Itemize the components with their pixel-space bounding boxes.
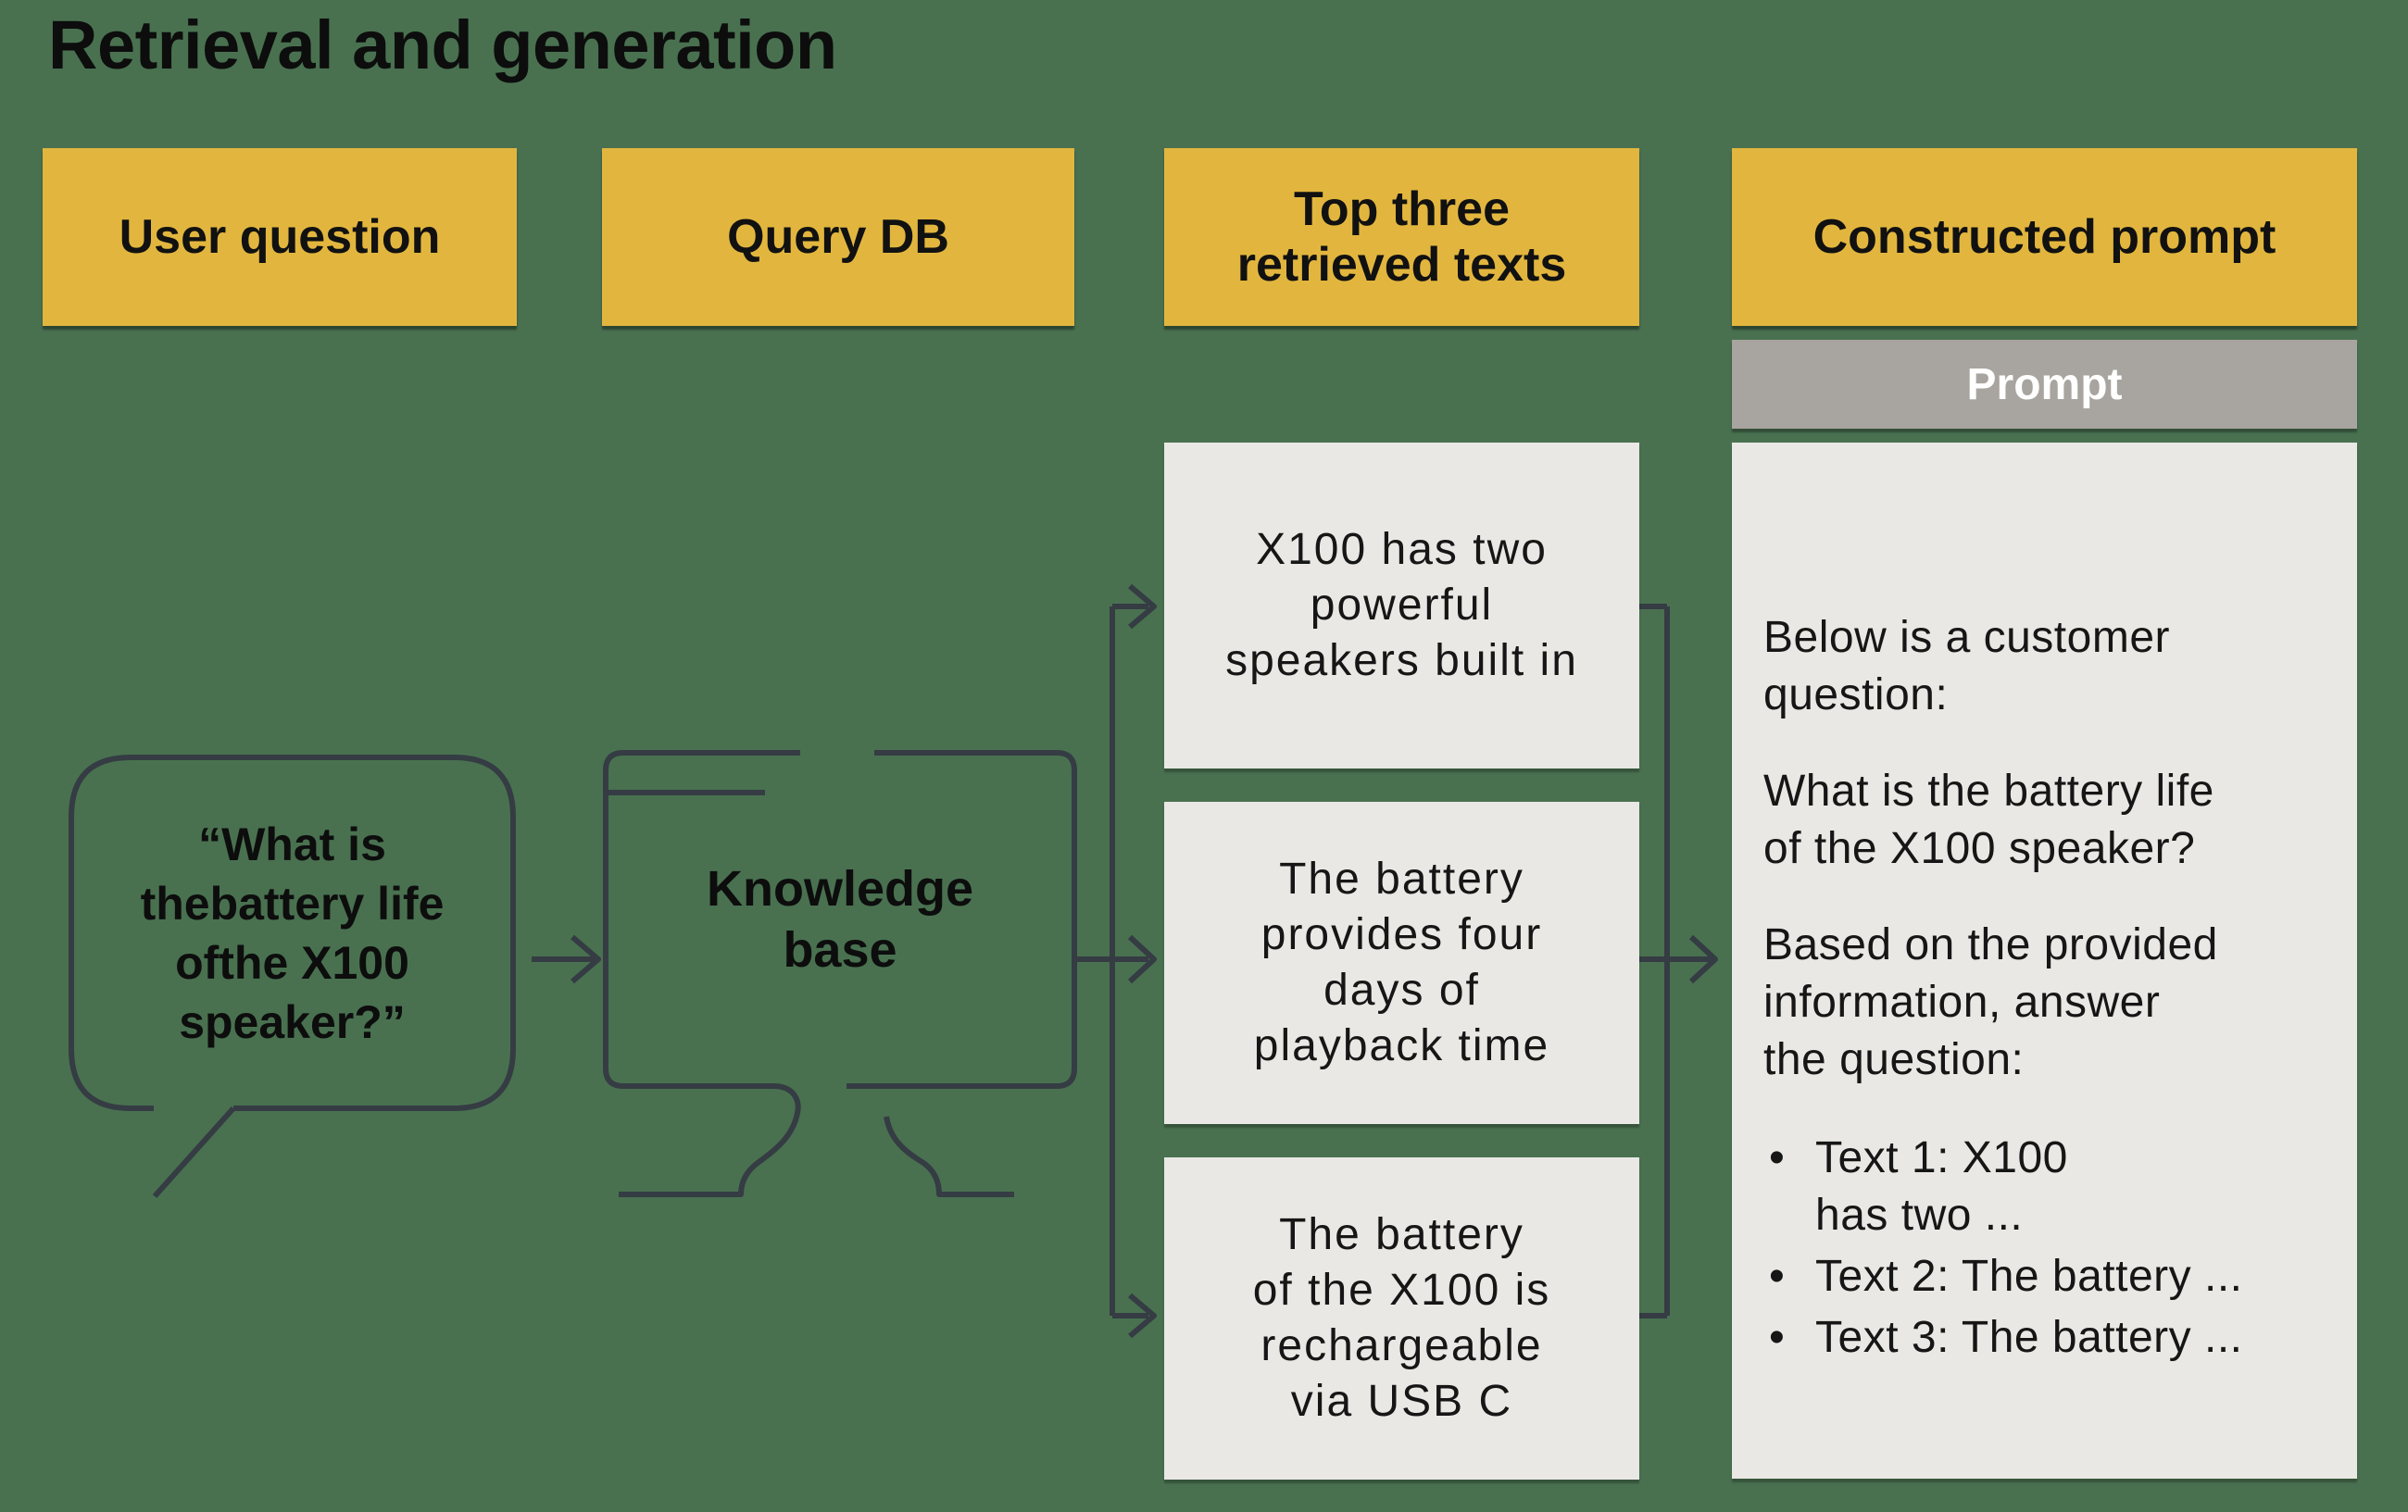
header-top-three-retrieved-texts: Top three retrieved texts [1164, 148, 1639, 326]
header-constructed-prompt: Constructed prompt [1732, 148, 2357, 326]
monitor-stand-right [884, 1116, 1014, 1197]
knowledge-base-label: Knowledge base [706, 861, 973, 978]
speech-bubble-tail [152, 1106, 236, 1199]
arrowhead-text-2 [1127, 934, 1157, 984]
prompt-paragraph-instruction: Based on the provided information, answe… [1763, 920, 2218, 1084]
user-question-bubble: “What is thebattery life ofthe X100 spea… [140, 818, 445, 1048]
arrowhead-text-1 [1128, 583, 1157, 630]
prompt-bar: Prompt [1732, 340, 2357, 429]
header-user-question: User question [43, 148, 517, 326]
prompt-bullet-text-2: Text 2: The battery ... [1763, 1248, 2335, 1306]
fanin-connector-texts-to-prompt [1639, 604, 1718, 1318]
prompt-bullet-text-1: Text 1: X100 has two ... [1763, 1130, 2335, 1244]
prompt-bullet-text-3: Text 3: The battery ... [1763, 1309, 2335, 1367]
prompt-paragraph-question: What is the battery life of the X100 spe… [1763, 767, 2214, 873]
monitor-frame-right [847, 750, 1077, 1089]
page-title: Retrieval and generation [48, 6, 837, 83]
retrieved-text-2: The battery provides four days of playba… [1164, 802, 1639, 1124]
arrowhead-prompt [1688, 934, 1718, 984]
prompt-bullet-list: Text 1: X100 has two ... Text 2: The bat… [1763, 1130, 2335, 1367]
monitor-frame-left [603, 750, 801, 1197]
speech-bubble-outline [69, 755, 516, 1199]
header-query-db: Query DB [602, 148, 1074, 326]
arrowhead-text-3 [1128, 1293, 1157, 1339]
constructed-prompt-panel: Below is a customer question: What is th… [1732, 443, 2357, 1479]
knowledge-base-monitor-icon [603, 750, 1077, 1197]
prompt-paragraph-intro: Below is a customer question: [1763, 613, 2170, 719]
retrieved-text-1: X100 has two powerful speakers built in [1164, 443, 1639, 768]
fanout-connector-kb-to-texts [1074, 583, 1157, 1339]
retrieved-text-3: The battery of the X100 is rechargeable … [1164, 1157, 1639, 1480]
arrow-question-to-knowledge-base [532, 934, 601, 984]
